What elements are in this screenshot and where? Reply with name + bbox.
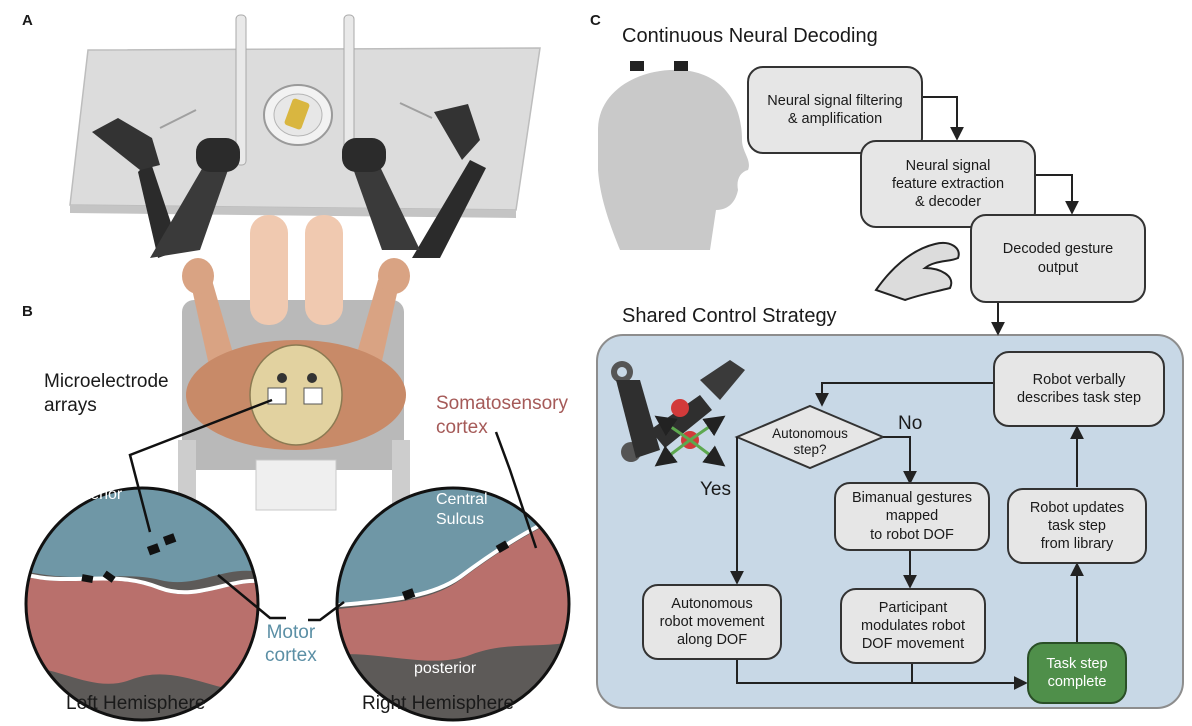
box-bimanual-gestures: Bimanual gestures mapped to robot DOF — [834, 482, 990, 551]
robot-table-illustration — [69, 14, 541, 258]
box-robot-describes: Robot verbally describes task step — [993, 351, 1165, 427]
microelectrode-arrays-label: Microelectrode arrays — [44, 371, 169, 416]
right-hemisphere-brain — [335, 486, 571, 722]
box-task-complete: Task step complete — [1027, 642, 1127, 704]
panel-letter-b: B — [22, 303, 33, 320]
somatosensory-cortex-label: Somatosensory cortex — [436, 393, 569, 438]
box-autonomous-movement: Autonomous robot movement along DOF — [642, 584, 782, 660]
callout-lines — [128, 398, 538, 622]
box-participant-modulates: Participant modulates robot DOF movement — [840, 588, 986, 664]
decision-label: Autonomous step? — [772, 426, 848, 458]
robot-arm-icon — [611, 360, 745, 467]
continuous-decoding-title: Continuous Neural Decoding — [622, 25, 878, 47]
head-silhouette — [598, 61, 749, 250]
box-feature-extraction: Neural signal feature extraction & decod… — [860, 140, 1036, 228]
posterior-label: posterior — [414, 660, 477, 677]
decision-diamond — [734, 404, 886, 470]
motor-cortex-label: Motor cortex — [265, 622, 317, 666]
box-robot-updates: Robot updates task step from library — [1007, 488, 1147, 564]
participant-illustration — [178, 215, 410, 580]
shared-control-title: Shared Control Strategy — [622, 305, 837, 327]
panel-letter-a: A — [22, 12, 33, 29]
yes-label: Yes — [700, 479, 731, 500]
box-signal-filtering: Neural signal filtering & amplification — [747, 66, 923, 154]
central-sulcus-label: Central Sulcus — [436, 491, 488, 528]
panel-letter-c: C — [590, 12, 601, 29]
anterior-label: anterior — [68, 486, 123, 503]
left-hemisphere-label: Left Hemisphere — [66, 693, 206, 714]
hand-gesture-illustration — [874, 242, 960, 302]
right-hemisphere-label: Right Hemisphere — [362, 693, 515, 714]
flow-arrows — [730, 96, 1084, 690]
no-label: No — [898, 413, 923, 434]
box-decoded-gesture: Decoded gesture output — [970, 214, 1146, 303]
